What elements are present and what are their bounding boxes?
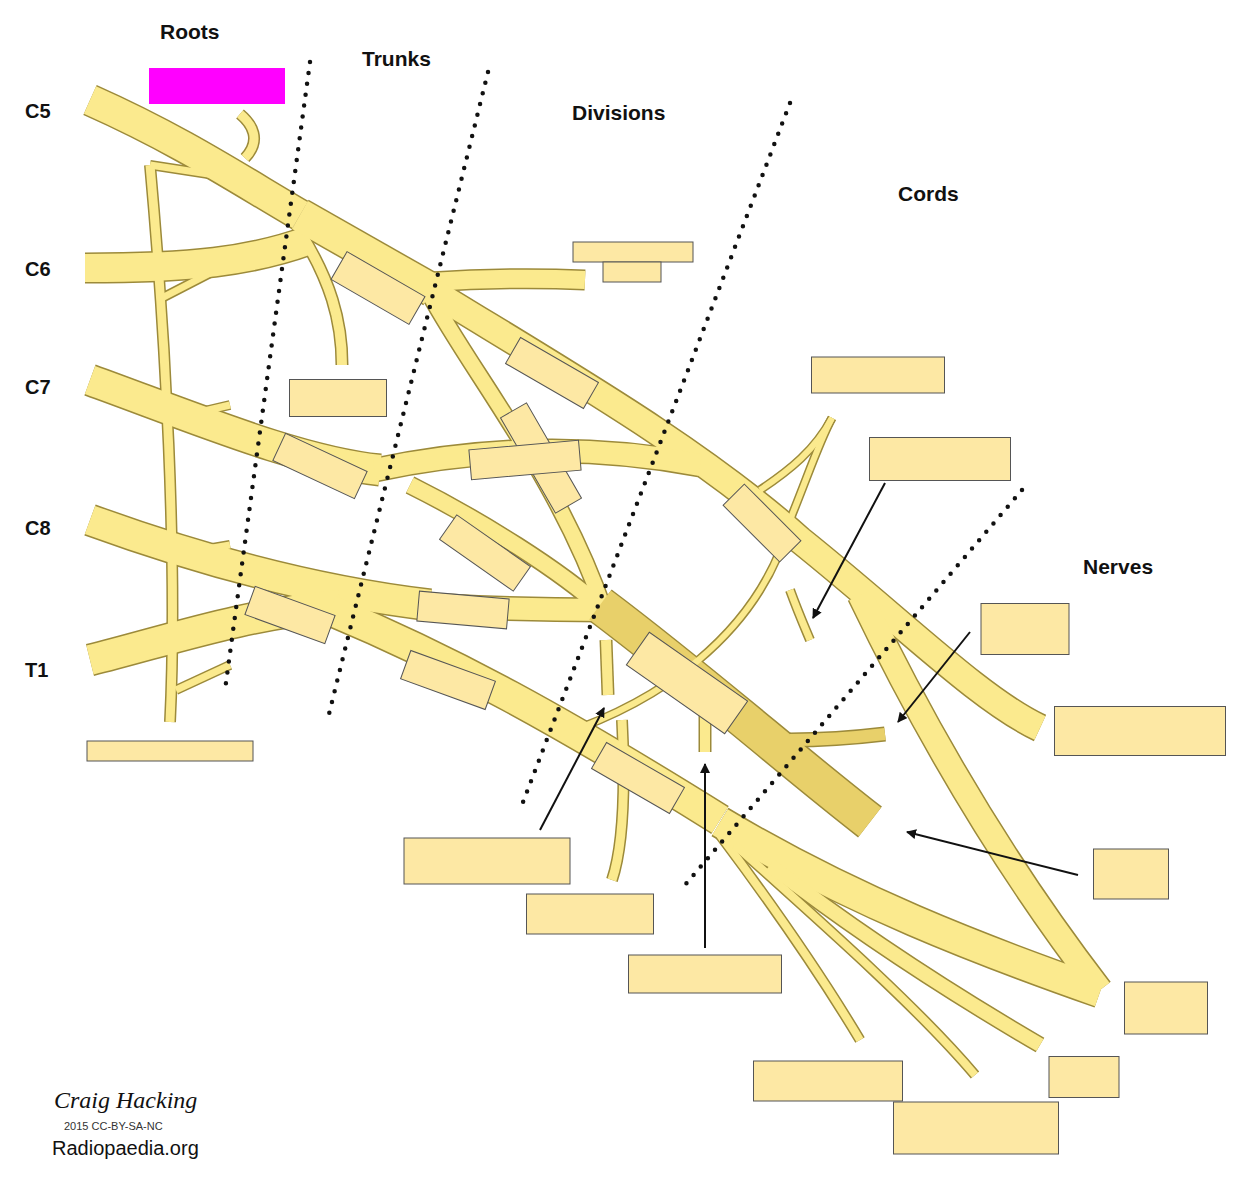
nerve-outline [430,290,1040,728]
nerve [760,418,832,490]
author-credit: Craig Hacking [54,1087,197,1115]
license-note: 2015 CC-BY-SA-NC [64,1120,163,1133]
blank-label-box [626,632,747,734]
nerve [430,279,585,282]
blank-label-box [527,894,654,934]
nerve-outline [240,114,254,158]
nerve [90,100,300,215]
nerve [790,734,885,740]
blank-label-box [1125,982,1208,1034]
nerve-outline [430,279,585,282]
blank-label-box [1049,1057,1119,1098]
blank-label-box [404,838,570,884]
blank-label-box [469,440,581,479]
section-heading: Cords [898,182,959,206]
blank-label-box [417,591,509,629]
nerve [860,595,1100,990]
blank-label-box [981,604,1069,655]
blank-label-box [87,741,253,761]
blank-label-box [506,338,599,409]
blank-label-box [440,515,531,591]
blank-label-box [273,433,367,498]
root-label: C5 [25,100,51,123]
source-watermark: Radiopaedia.org [52,1137,199,1160]
section-heading: Trunks [362,47,431,71]
section-heading: Roots [160,20,220,44]
nerve [85,240,310,268]
section-heading: Divisions [572,101,665,125]
blank-label-box [812,357,945,393]
blank-label-box [573,242,693,262]
blank-label-box [331,252,425,325]
nerve-outline [85,240,310,268]
root-label: C8 [25,517,51,540]
nerve [240,114,254,158]
blank-label-box [245,586,335,643]
nerve-outline [790,590,810,640]
blank-label-box [870,438,1011,481]
blank-label-box [603,262,661,282]
blank-label-box [592,743,685,814]
nerve [606,640,608,695]
nerve [410,485,604,610]
nerve [770,865,1040,1045]
blank-label-box [894,1102,1059,1154]
nerve [790,590,810,640]
nerve-outline [790,734,885,740]
blank-label-box [290,380,387,417]
nerve-outline [176,665,230,690]
nerve-outline [90,100,300,215]
nerve-outline [606,640,608,695]
section-heading: Nerves [1083,555,1153,579]
blank-label-box [629,955,782,993]
blank-label-box [723,484,801,562]
root-label: C7 [25,376,51,399]
nerve [430,290,1040,728]
root-label: T1 [25,659,48,682]
nerve [560,418,832,735]
blank-label-box [754,1061,903,1101]
blank-label-box [1055,707,1226,756]
blank-label-box [1094,849,1169,899]
nerve-outline [760,418,832,490]
blank-label-box [401,651,496,710]
root-label: C6 [25,258,51,281]
nerve [612,720,624,880]
nerve [176,665,230,690]
highlight-box [149,68,285,104]
